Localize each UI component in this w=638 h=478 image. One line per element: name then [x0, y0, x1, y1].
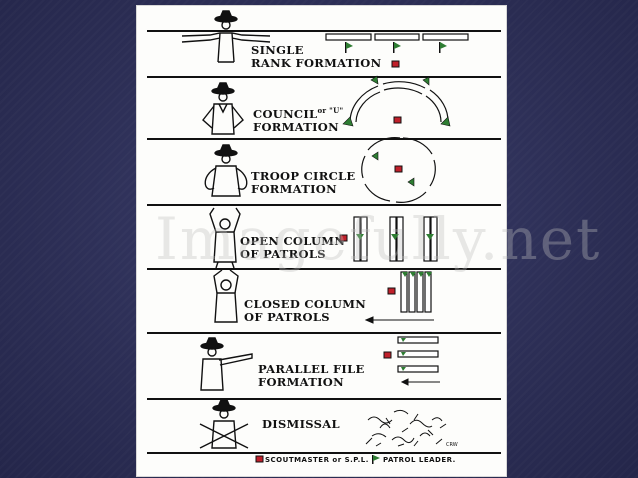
section-divider: [147, 332, 501, 334]
troop-circle-patrols: [361, 137, 436, 203]
scoutmaster-marker: [394, 165, 403, 173]
patrol-leader-flag: [345, 42, 447, 53]
formation-label-council: COUNCILor "U" FORMATION: [253, 106, 344, 134]
section-divider: [147, 398, 501, 400]
scout-figure-arms-circle: [204, 144, 248, 197]
formation-label-dismissal: DISMISSAL: [262, 417, 340, 431]
council-u-patrols: [349, 81, 449, 123]
scout-figure-arms-crossed: [199, 399, 249, 449]
patrol-leader-flag: [342, 75, 451, 127]
scout-figure-hands-on-hips: [202, 82, 244, 135]
closed-column-patrols: [400, 271, 432, 313]
scout-figure-hands-together-overhead: [213, 269, 239, 323]
section-divider: [147, 138, 501, 140]
legend-patrol-leader-flag: [372, 455, 380, 464]
legend-scoutmaster-label: SCOUTMASTER or S.P.L.: [265, 456, 369, 464]
legend-scoutmaster-marker: [255, 455, 264, 463]
patrol-leader-flag: [356, 234, 434, 240]
section-divider: [147, 204, 501, 206]
artist-signature: CRW: [446, 442, 458, 448]
legend-patrol-leader-label: PATROL LEADER.: [383, 456, 456, 464]
scoutmaster-marker: [393, 116, 402, 124]
section-divider: [147, 268, 501, 270]
direction-arrow: [364, 316, 434, 324]
direction-arrow: [400, 378, 440, 386]
dismissal-scatter: [365, 409, 447, 447]
patrol-leader-flag: [371, 151, 415, 187]
section-divider: [147, 452, 501, 454]
section-divider: [147, 30, 501, 32]
formation-chart-page: [137, 6, 506, 476]
scoutmaster-marker: [391, 60, 400, 68]
single-rank-patrols: [325, 33, 469, 41]
scoutmaster-marker: [383, 351, 392, 359]
patrol-leader-flag: [402, 272, 432, 277]
scout-figure-arms-outstretched: [181, 10, 271, 63]
scout-figure-arms-raised: [209, 207, 241, 269]
watermark: Imagefully.net: [155, 205, 602, 273]
scoutmaster-marker: [339, 234, 348, 242]
patrol-leader-flag: [401, 338, 406, 371]
parallel-file-patrols: [397, 336, 439, 373]
section-divider: [147, 76, 501, 78]
scout-figure-arm-pointing: [200, 337, 253, 391]
scoutmaster-marker: [387, 287, 396, 295]
